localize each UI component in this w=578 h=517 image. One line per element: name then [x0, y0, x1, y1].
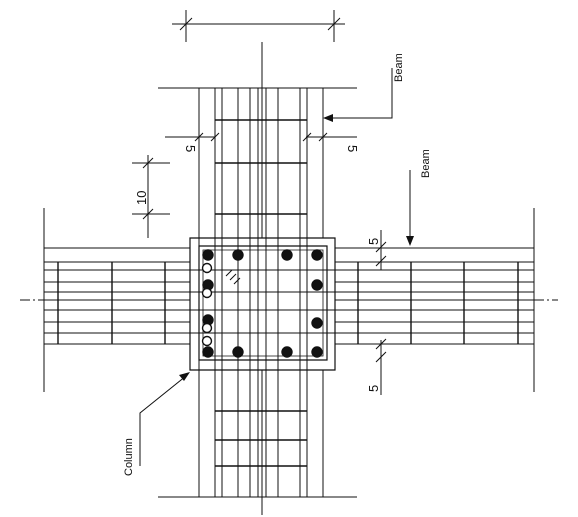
rebar	[311, 279, 323, 291]
vertical-beam-stirrups	[215, 120, 307, 466]
rebar	[281, 249, 293, 261]
beam-top-arrowhead	[323, 114, 333, 122]
beam-side-arrowhead	[406, 236, 414, 246]
rebar-hollow	[201, 322, 213, 334]
rebar	[232, 249, 244, 261]
rebar	[202, 346, 214, 358]
spacing-label: 10	[134, 191, 149, 205]
rebar-hollow	[201, 262, 213, 274]
rebar	[311, 249, 323, 261]
column-arrowhead	[179, 372, 190, 381]
column-leader	[140, 376, 186, 466]
column	[190, 238, 335, 370]
spacing-dimension	[132, 155, 170, 238]
cover-right-label: 5	[345, 145, 360, 152]
beam-top-leader	[330, 68, 392, 118]
beam-top-label: Beam	[393, 53, 405, 82]
rebar	[311, 317, 323, 329]
cover-dimension-right	[376, 230, 386, 395]
horizontal-beam-stirrups	[58, 262, 518, 344]
cover-bottom-label: 5	[366, 385, 381, 392]
cover-left-label: 5	[183, 145, 198, 152]
column-label: Column	[123, 438, 135, 476]
rebar	[232, 346, 244, 358]
rebar	[311, 346, 323, 358]
rebar	[281, 346, 293, 358]
column-rebars	[201, 249, 323, 358]
top-dimension	[172, 10, 345, 42]
rebar-hollow	[201, 335, 213, 347]
rebar	[202, 249, 214, 261]
cover-top-label: 5	[366, 238, 381, 245]
cover-dimension-top	[165, 133, 357, 141]
beam-side-label: Beam	[420, 149, 432, 178]
rebar-hollow	[201, 287, 213, 299]
